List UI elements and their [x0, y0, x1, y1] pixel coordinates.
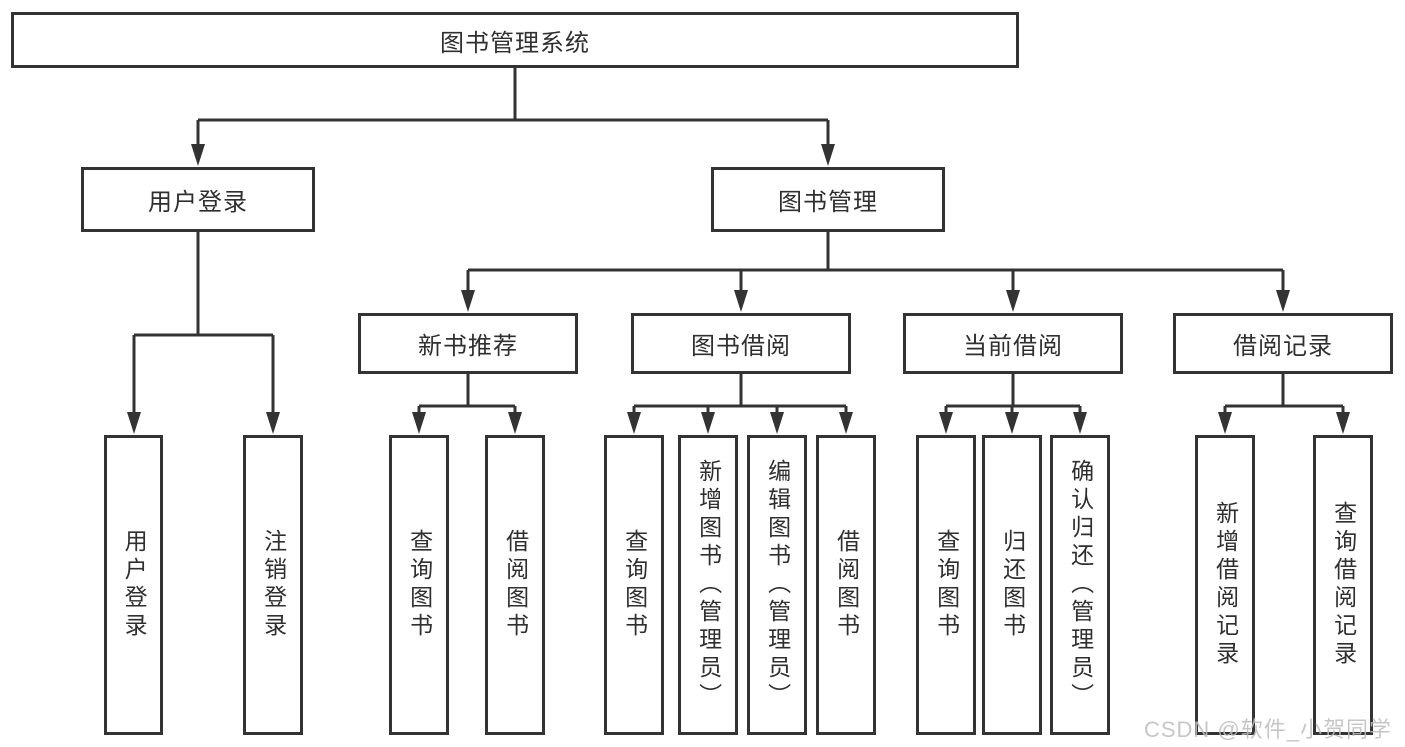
connector-segments	[132, 68, 1345, 414]
leaf-add-borrow-record-label: 新增借阅记录	[1212, 501, 1239, 669]
node-borrowing-records: 借阅记录	[1173, 313, 1393, 374]
arrowheads	[127, 144, 1350, 434]
leaf-query-books-current: 查询图书	[916, 435, 976, 735]
leaf-query-books-recommend-label: 查询图书	[406, 529, 433, 641]
leaf-query-borrow-record-label: 查询借阅记录	[1330, 501, 1357, 669]
leaf-edit-books-admin: 编辑图书（管理员）	[747, 435, 807, 735]
leaf-user-login: 用户登录	[104, 435, 163, 735]
leaf-borrow-books: 借阅图书	[816, 435, 876, 735]
leaf-edit-books-admin-label: 编辑图书（管理员）	[764, 459, 791, 711]
node-book-management-branch: 图书管理	[711, 167, 945, 232]
leaf-add-books-admin-label: 新增图书（管理员）	[695, 459, 722, 711]
csdn-watermark: CSDN @软件_小贺同学	[1143, 717, 1392, 742]
leaf-logout-label: 注销登录	[260, 529, 287, 641]
leaf-add-books-admin: 新增图书（管理员）	[678, 435, 738, 735]
leaf-query-books-recommend: 查询图书	[389, 435, 449, 735]
leaf-borrow-books-recommend-label: 借阅图书	[502, 529, 529, 641]
node-new-book-recommend: 新书推荐	[358, 313, 578, 374]
leaf-confirm-return-admin-label: 确认归还（管理员）	[1067, 459, 1094, 711]
node-current-borrowing: 当前借阅	[903, 313, 1123, 374]
leaf-add-borrow-record: 新增借阅记录	[1195, 435, 1255, 735]
leaf-query-books-label: 查询图书	[621, 529, 648, 641]
leaf-user-login-label: 用户登录	[121, 529, 148, 641]
leaf-return-books-label: 归还图书	[999, 529, 1026, 641]
node-user-login-branch: 用户登录	[81, 167, 315, 232]
leaf-borrow-books-recommend: 借阅图书	[485, 435, 545, 735]
leaf-query-books-current-label: 查询图书	[933, 529, 960, 641]
node-root-system: 图书管理系统	[11, 12, 1019, 68]
node-book-borrowing: 图书借阅	[631, 313, 851, 374]
leaf-query-borrow-record: 查询借阅记录	[1313, 435, 1373, 735]
leaf-query-books: 查询图书	[604, 435, 664, 735]
leaf-borrow-books-label: 借阅图书	[833, 529, 860, 641]
leaf-logout: 注销登录	[243, 435, 303, 735]
leaf-return-books: 归还图书	[982, 435, 1042, 735]
leaf-confirm-return-admin: 确认归还（管理员）	[1050, 435, 1110, 735]
